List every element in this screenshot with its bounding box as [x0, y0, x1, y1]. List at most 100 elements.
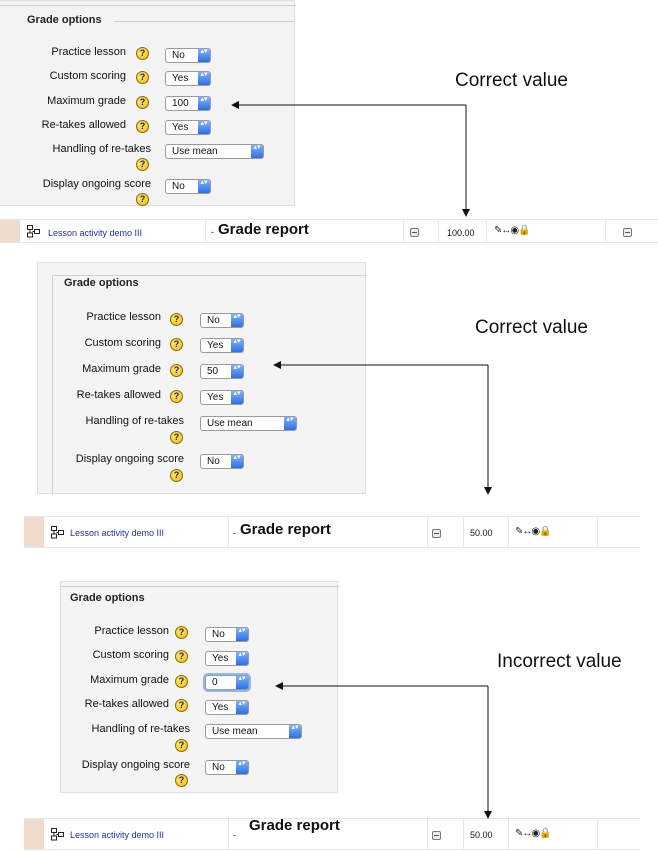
maximum-grade-select[interactable]: 0▴▾ — [205, 675, 249, 690]
retakes-allowed-select[interactable]: Yes ▴▾ — [200, 390, 244, 405]
help-icon[interactable]: ? — [175, 774, 188, 787]
grade-report-link[interactable]: Grade report — [249, 817, 340, 834]
handling-retakes-label: Handling of re-takes — [91, 723, 190, 735]
row-separator — [463, 517, 464, 547]
select-arrow-icon: ▴▾ — [236, 675, 248, 689]
select-value: No — [172, 181, 185, 192]
select-arrow-icon: ▴▾ — [198, 48, 210, 62]
arrow-2 — [273, 361, 492, 495]
row-accent — [24, 819, 44, 849]
activity-link[interactable]: Lesson activity demo III — [48, 228, 143, 238]
row-separator — [597, 517, 598, 547]
display-ongoing-score-select[interactable]: No▴▾ — [165, 179, 211, 194]
select-arrow-icon: ▴▾ — [251, 144, 263, 158]
handling-retakes-select[interactable]: Use mean▴▾ — [200, 416, 297, 431]
activity-link[interactable]: Lesson activity demo III — [70, 830, 165, 840]
row-separator — [508, 517, 509, 547]
select-value: Yes — [212, 702, 229, 713]
help-icon[interactable]: ? — [170, 364, 183, 377]
select-value: 100 — [172, 98, 189, 109]
annotation-label: Incorrect value — [497, 651, 622, 672]
maximum-grade-select[interactable]: 50▴▾ — [200, 364, 244, 379]
display-ongoing-score-select[interactable]: No▴▾ — [200, 454, 244, 469]
help-icon[interactable]: ? — [175, 675, 188, 688]
arrow-1 — [231, 101, 470, 217]
edit-tools-icons[interactable]: ✎↔◉🔒 — [515, 526, 552, 537]
help-icon[interactable]: ? — [136, 120, 149, 133]
handling-retakes-select[interactable]: Use mean▴▾ — [205, 724, 302, 739]
help-icon[interactable]: ? — [175, 699, 188, 712]
help-icon[interactable]: ? — [170, 338, 183, 351]
row-checkbox[interactable] — [410, 228, 419, 237]
panel-title: Grade options — [64, 277, 139, 289]
retakes-allowed-label: Re-takes allowed — [84, 698, 169, 710]
grade-options-panel-2: Grade options Practice lesson ? No▴▾ Cus… — [37, 262, 367, 495]
maximum-grade-value: 50.00 — [470, 528, 493, 538]
row-checkbox[interactable] — [432, 831, 441, 840]
select-value: No — [212, 629, 225, 640]
grade-report-link[interactable]: Grade report — [240, 521, 331, 538]
help-icon[interactable]: ? — [170, 390, 183, 403]
row-separator — [597, 819, 598, 849]
row-separator — [486, 220, 487, 242]
select-arrow-icon: ▴▾ — [236, 627, 248, 641]
help-icon[interactable]: ? — [136, 47, 149, 60]
help-icon[interactable]: ? — [175, 739, 188, 752]
grade-report-link[interactable]: Grade report — [218, 221, 309, 238]
maximum-grade-select[interactable]: 100 ▴▾ — [165, 96, 211, 111]
practice-lesson-label: Practice lesson — [86, 311, 161, 323]
display-ongoing-score-label: Display ongoing score — [42, 178, 151, 190]
select-arrow-icon: ▴▾ — [231, 338, 243, 352]
help-icon[interactable]: ? — [175, 626, 188, 639]
panel-top-rule — [61, 586, 339, 587]
select-value: No — [212, 762, 225, 773]
display-ongoing-score-select[interactable]: No▴▾ — [205, 760, 249, 775]
row-dash: - — [211, 227, 214, 237]
select-arrow-icon: ▴▾ — [198, 96, 210, 110]
activity-link[interactable]: Lesson activity demo III — [70, 528, 165, 538]
row-separator — [463, 819, 464, 849]
custom-scoring-select[interactable]: Yes▴▾ — [205, 651, 249, 666]
help-icon[interactable]: ? — [170, 313, 183, 326]
help-icon[interactable]: ? — [136, 71, 149, 84]
custom-scoring-label: Custom scoring — [92, 649, 169, 661]
select-value: No — [207, 315, 220, 326]
grade-options-panel-3: Grade options Practice lesson ? No▴▾ Cus… — [60, 581, 339, 793]
row-separator — [508, 819, 509, 849]
lesson-activity-icon — [51, 526, 64, 539]
select-arrow-icon: ▴▾ — [231, 390, 243, 404]
row-dash: - — [233, 528, 236, 538]
row-separator — [228, 517, 229, 547]
custom-scoring-label: Custom scoring — [84, 337, 161, 349]
help-icon[interactable]: ? — [175, 650, 188, 663]
edit-tools-icons[interactable]: ✎↔◉🔒 — [515, 828, 552, 839]
select-value: No — [207, 456, 220, 467]
edit-tools-icons[interactable]: ✎↔◉🔒 — [494, 225, 531, 236]
annotation-label: Correct value — [475, 317, 588, 338]
help-icon[interactable]: ? — [136, 193, 149, 206]
custom-scoring-select[interactable]: Yes▴▾ — [165, 71, 211, 86]
select-value: No — [172, 50, 185, 61]
practice-lesson-select[interactable]: No ▴▾ — [165, 48, 211, 63]
row-checkbox[interactable] — [432, 529, 441, 538]
arrow-3 — [275, 682, 492, 819]
handling-retakes-select[interactable]: Use mean▴▾ — [165, 144, 264, 159]
retakes-allowed-select[interactable]: Yes▴▾ — [205, 700, 249, 715]
help-icon[interactable]: ? — [136, 158, 149, 171]
help-icon[interactable]: ? — [170, 431, 183, 444]
panel-title: Grade options — [27, 14, 102, 26]
help-icon[interactable]: ? — [170, 469, 183, 482]
retakes-allowed-select[interactable]: Yes▴▾ — [165, 120, 211, 135]
display-ongoing-score-label: Display ongoing score — [81, 759, 190, 771]
help-icon[interactable]: ? — [136, 96, 149, 109]
retakes-allowed-label: Re-takes allowed — [41, 119, 126, 131]
practice-lesson-select[interactable]: No ▴▾ — [205, 627, 249, 642]
select-value: Yes — [207, 392, 224, 403]
practice-lesson-label: Practice lesson — [51, 46, 126, 58]
gradebook-row-3: Lesson activity demo III - Grade report … — [24, 817, 640, 850]
row-separator — [438, 220, 439, 242]
lesson-activity-icon — [27, 225, 40, 238]
custom-scoring-select[interactable]: Yes▴▾ — [200, 338, 244, 353]
practice-lesson-select[interactable]: No▴▾ — [200, 313, 244, 328]
row-checkbox[interactable] — [623, 228, 632, 237]
